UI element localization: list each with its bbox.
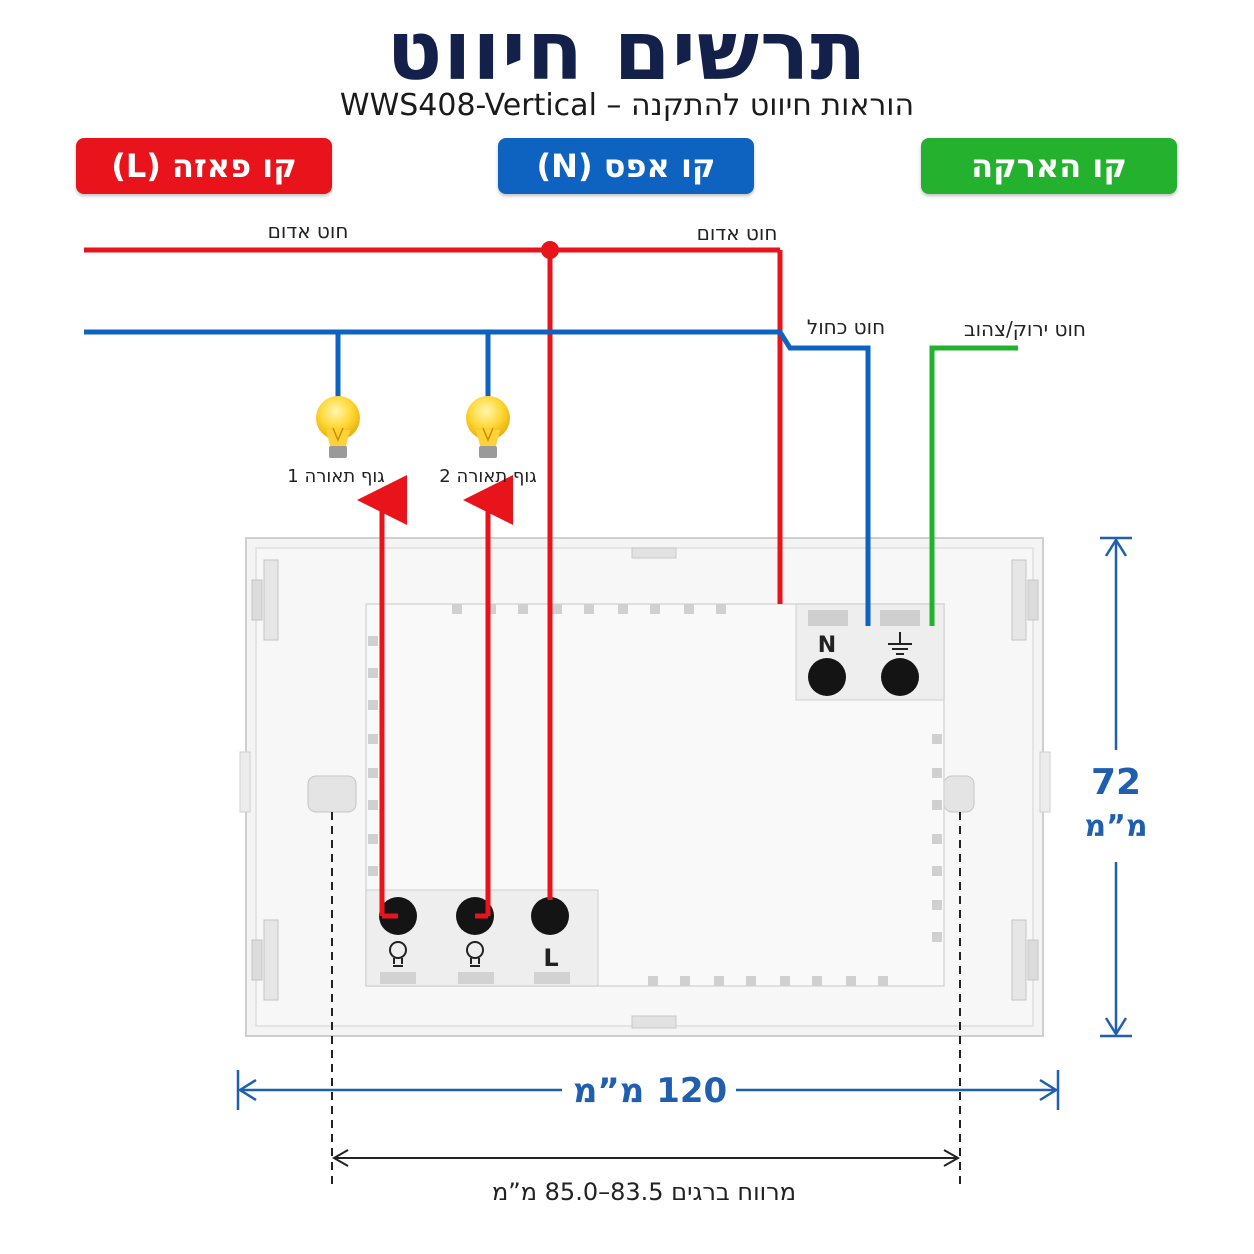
page-subtitle: WWS408-Vertical – הוראות חיווט להתקנה: [339, 88, 915, 123]
terminal-n-screw: [808, 658, 846, 696]
screw-slot: [307, 775, 357, 813]
ground-line-label: קו הארקה: [971, 147, 1127, 185]
screw-slot: [943, 775, 975, 813]
ground-wire: [929, 345, 1018, 626]
switch-module: N L: [365, 603, 945, 987]
terminal-n-label: N: [818, 633, 836, 658]
neutral-line-badge: קו אפס (N): [498, 138, 754, 194]
bulb-icon: [466, 941, 484, 967]
ground-symbol-icon: [888, 632, 912, 655]
mounting-clip: [1011, 559, 1039, 641]
lamp-2-bulb-icon: [466, 396, 510, 458]
neutral-line-label: קו אפס (N): [536, 147, 716, 185]
phase-line-label: קו פאזה (L): [111, 147, 297, 185]
lamp-2-label: גוף תאורה 2: [439, 466, 536, 487]
terminal-ground-screw: [881, 658, 919, 696]
ground-line-badge: קו הארקה: [921, 138, 1177, 194]
terminal-l-label: L: [543, 944, 558, 972]
load-terminal-block: L: [365, 889, 599, 987]
green-yellow-wire-label: חוט ירוק/צהוב: [964, 317, 1086, 341]
neutral-main-wire: [84, 329, 871, 626]
screw-spacing-dimension: [331, 812, 961, 1186]
height-dimension: [1100, 536, 1132, 1038]
mounting-clip: [1011, 919, 1039, 1001]
width-dimension: [236, 1070, 1060, 1110]
bulb-icon: [389, 941, 407, 967]
red-wire-right-label: חוט אדום: [697, 221, 778, 245]
width-label: 120 מ”מ: [573, 1071, 727, 1111]
phase-line-badge: קו פאזה (L): [76, 138, 332, 194]
page-title: תרשים חיווט: [386, 4, 868, 99]
height-unit: מ”מ: [1084, 809, 1147, 844]
screw-spacing-label: מרווח ברגים 83.5–85.0 מ”מ: [492, 1178, 796, 1206]
lamp-1-bulb-icon: [316, 396, 360, 458]
height-value: 72: [1091, 762, 1141, 803]
blue-wire-label: חוט כחול: [807, 315, 885, 339]
lamp-1-label: גוף תאורה 1: [287, 466, 384, 487]
terminal-l-screw: [531, 897, 569, 935]
mounting-clip: [251, 559, 279, 641]
phase-junction-dot: [541, 241, 559, 259]
red-wire-left-label: חוט אדום: [268, 219, 349, 243]
mounting-clip: [251, 919, 279, 1001]
